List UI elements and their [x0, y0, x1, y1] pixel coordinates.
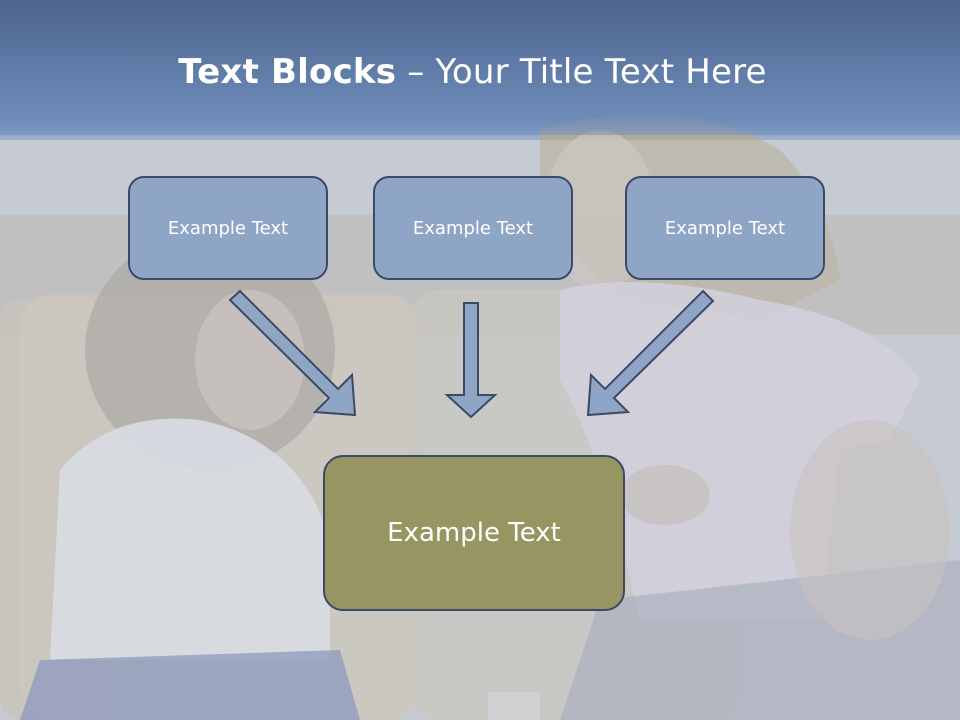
- text-block-right-label: Example Text: [664, 217, 786, 239]
- title-rest: Your Title Text Here: [435, 52, 767, 92]
- woman-blouse: [560, 282, 920, 620]
- boy-shirt: [50, 418, 330, 660]
- arrow-right-icon: [586, 289, 715, 417]
- arrow-center-icon: [444, 302, 498, 419]
- text-block-left-label: Example Text: [167, 217, 289, 239]
- text-block-bottom-label: Example Text: [387, 518, 561, 548]
- title-dash: –: [396, 52, 436, 92]
- text-block-center: Example Text: [373, 176, 573, 280]
- text-block-center-label: Example Text: [412, 217, 534, 239]
- slide-title: Text Blocks – Your Title Text Here: [0, 52, 945, 92]
- arrow-left-icon: [228, 289, 357, 417]
- text-block-right: Example Text: [625, 176, 825, 280]
- boy-pants: [20, 650, 360, 720]
- text-block-left: Example Text: [128, 176, 328, 280]
- bracelet: [488, 692, 540, 720]
- title-bold: Text Blocks: [178, 52, 397, 92]
- text-block-bottom: Example Text: [323, 455, 625, 611]
- boy-face: [195, 290, 305, 430]
- woman-hand: [620, 465, 710, 525]
- header-band: [0, 0, 960, 135]
- woman-arm: [790, 420, 950, 640]
